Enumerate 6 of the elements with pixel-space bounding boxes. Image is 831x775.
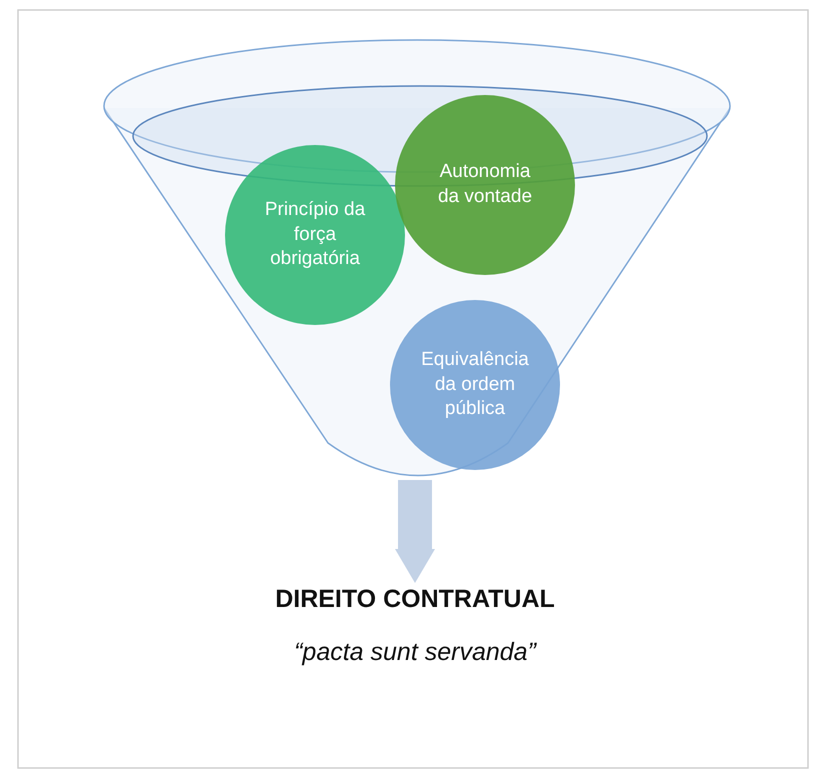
circle-label: Princípio da força obrigatória: [264, 198, 366, 272]
block-arrow: [395, 480, 435, 583]
subheading: “pacta sunt servanda”: [293, 638, 538, 667]
heading: DIREITO CONTRATUAL: [274, 585, 556, 614]
circle-label: Autonomia da vontade: [436, 160, 534, 209]
circle-label: Equivalência da ordem pública: [421, 348, 529, 422]
